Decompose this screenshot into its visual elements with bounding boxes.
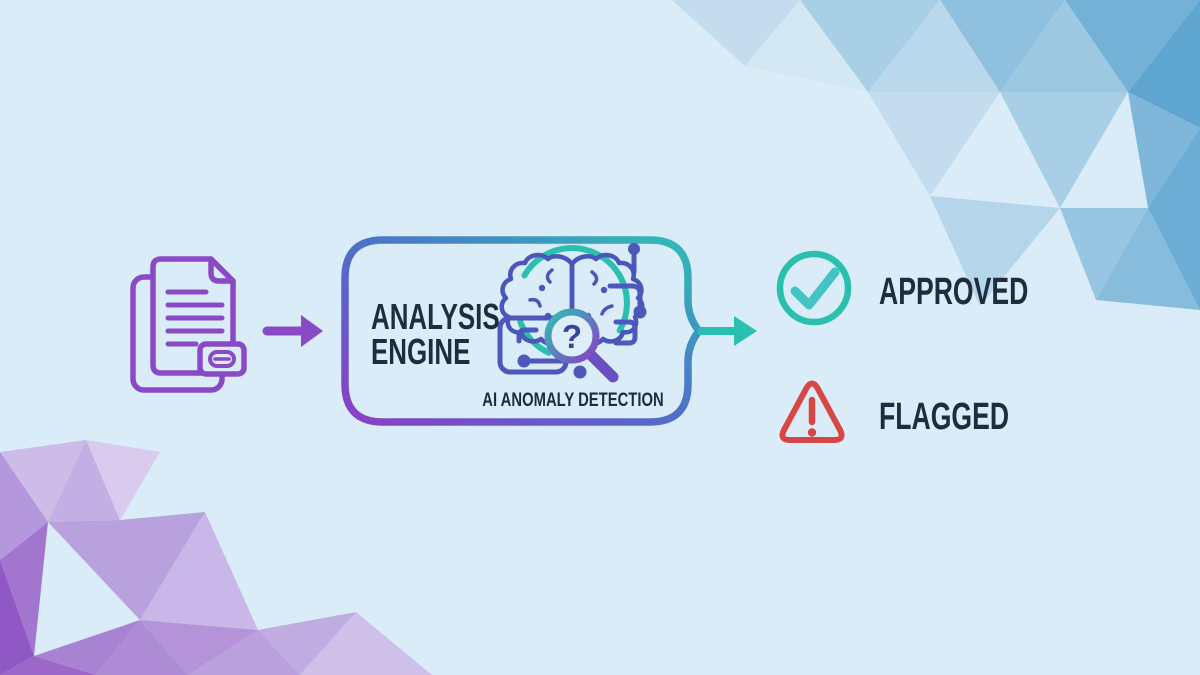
brain-node-dots [538, 284, 608, 320]
engine-subtitle: AI ANOMALY DETECTION [482, 390, 664, 411]
checkmark [790, 267, 840, 310]
ai-brain-magnifier-icon: ? [497, 243, 647, 383]
approved-label: APPROVED [879, 271, 1029, 313]
input-right-arrow-icon [262, 315, 323, 347]
document-text-lines [165, 289, 225, 347]
question-mark-glyph: ? [562, 318, 582, 355]
check-circle-icon [776, 250, 852, 326]
flagged-label: FLAGGED [879, 396, 1010, 438]
bottom-left-polygon-decoration [0, 440, 432, 675]
exclamation-dot [807, 428, 817, 437]
document-with-link-badge-icon [130, 256, 247, 393]
magnifier-handle [585, 349, 619, 383]
output-right-arrow-icon [697, 316, 757, 346]
analysis-engine-box [341, 236, 703, 426]
brain-circuit-squiggles [528, 268, 614, 316]
engine-title-line1: ANALYSIS [371, 296, 500, 337]
document-folded-corner [208, 256, 236, 284]
link-icon [208, 350, 236, 368]
magnifier-icon: ? [544, 308, 619, 383]
engine-title-line2: ENGINE [371, 331, 471, 372]
top-right-polygon-decoration [672, 0, 1200, 310]
magnifier-lens [544, 308, 600, 364]
warning-triangle-icon [779, 380, 845, 443]
